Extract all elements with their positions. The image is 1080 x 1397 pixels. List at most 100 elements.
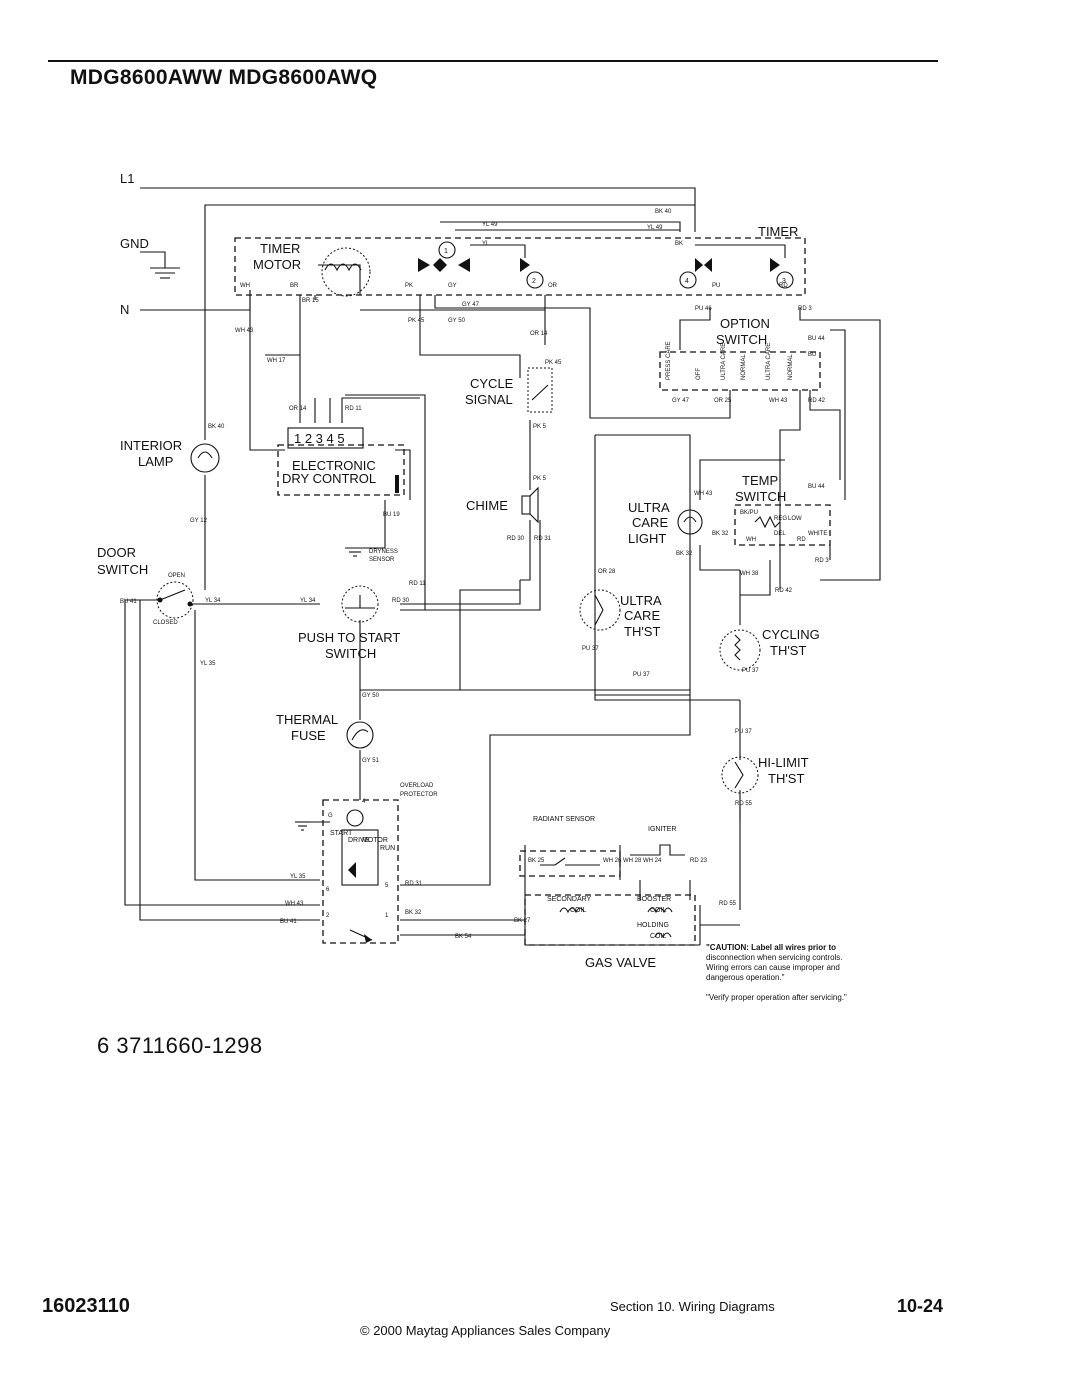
footer-copyright: © 2000 Maytag Appliances Sales Company: [360, 1323, 611, 1338]
motor-run: RUN: [380, 845, 395, 852]
interior-lamp-symbol: [190, 443, 220, 473]
motor-labels: START DRIVE MOTOR RUN G 4 5 6 1 2: [326, 799, 395, 919]
timer-contact-1: 1: [444, 248, 448, 255]
timer-motor-label-1: TIMER: [260, 241, 300, 256]
timer-contact-4: 4: [685, 278, 689, 285]
dry-control-label-2: DRY CONTROL: [282, 471, 376, 486]
l1-label: L1: [120, 171, 134, 186]
temp-pos-low: LOW: [788, 516, 802, 522]
wire-label: BK 32: [676, 551, 693, 557]
wire-label: BU 41: [120, 599, 137, 605]
motor-terminal-2: 2: [326, 913, 330, 919]
ultra-care-light-label-1: ULTRA: [628, 500, 670, 515]
wire-label: PU: [712, 283, 720, 289]
wire-label: WH 43: [769, 398, 788, 404]
wire-label: GY 47: [462, 302, 480, 308]
interior-lamp-label-1: INTERIOR: [120, 438, 182, 453]
cycle-signal-symbol: [527, 367, 553, 413]
footer-page-number: 10-24: [897, 1296, 944, 1316]
hi-limit-label-1: HI-LIMIT: [758, 755, 809, 770]
overload-label-1: OVERLOAD: [400, 783, 434, 789]
wire-label: BK 32: [712, 531, 729, 537]
wire-label: OR 14: [530, 331, 548, 337]
wire-label: WH: [746, 537, 756, 543]
ultra-care-thst-label-2: CARE: [624, 608, 660, 623]
wire-label: BU 19: [383, 512, 400, 518]
wire-label: RD 11: [409, 581, 426, 587]
option-switch-label-2: SWITCH: [716, 332, 767, 347]
page-title: MDG8600AWW MDG8600AWQ: [70, 66, 378, 89]
dryness-sensor-label-1: DRYNESS: [369, 549, 398, 555]
dry-control-pins: 1 2 3 4 5: [294, 431, 345, 446]
wire-label: RD 42: [775, 588, 793, 594]
wire-label: RD 31: [405, 881, 423, 887]
temp-pos-del: DEL: [774, 531, 786, 537]
wire-label: RD: [779, 283, 788, 289]
caution-line-4: dangerous operation.": [706, 973, 785, 982]
door-switch-label-2: SWITCH: [97, 562, 148, 577]
wire-label: OR 14: [289, 406, 307, 412]
wire-label: BU 44: [808, 336, 825, 342]
option-switch-positions: PRESS CARE OFF ULTRA CARE NORMAL ULTRA C…: [666, 341, 794, 380]
wire-label: WH 17: [267, 358, 286, 364]
wire-label: PU 37: [742, 668, 759, 674]
push-to-start-label-2: SWITCH: [325, 646, 376, 661]
wire-label: PU 37: [633, 672, 650, 678]
timer-contact-2: 2: [532, 278, 536, 285]
option-pos-press-care: PRESS CARE: [666, 341, 672, 380]
footer-section: Section 10. Wiring Diagrams: [610, 1299, 775, 1314]
wires: [124, 187, 881, 946]
wire-label: OR: [548, 283, 558, 289]
cycle-signal-label-2: SIGNAL: [465, 392, 513, 407]
gas-valve-internals: [540, 844, 685, 939]
cycle-signal-label-1: CYCLE: [470, 376, 514, 391]
wire-label: WH 43: [235, 328, 254, 334]
wire-label: PU 37: [735, 729, 752, 735]
wire-label: GY 47: [672, 398, 690, 404]
cycling-thst-label-2: TH'ST: [770, 643, 806, 658]
thermostats: [579, 589, 761, 794]
hi-limit-label-2: TH'ST: [768, 771, 804, 786]
wire-label: BU 41: [280, 919, 297, 925]
timer-label: TIMER: [758, 224, 798, 239]
wire-label: WH 28: [623, 858, 642, 864]
motor-drive: DRIVE: [348, 837, 370, 844]
wire-label: GY 51: [362, 758, 380, 764]
secondary-coil-label-2: COIL: [570, 907, 586, 914]
n-label: N: [120, 302, 129, 317]
wire-label: GY 50: [362, 693, 380, 699]
wire-label: WH: [240, 283, 250, 289]
timer-motor: [321, 247, 371, 297]
header-rule: [48, 60, 938, 62]
booster-coil-label-1: BOOSTER: [637, 896, 671, 903]
temp-switch-label-2: SWITCH: [735, 489, 786, 504]
wire-label: PK: [405, 283, 413, 289]
wire-label: YL: [482, 241, 490, 247]
wire-label: BR 15: [302, 298, 319, 304]
motor-internals: [295, 809, 379, 943]
thermal-fuse-label-2: FUSE: [291, 728, 326, 743]
wire-label: BK 27: [514, 918, 531, 924]
igniter-label: IGNITER: [648, 826, 676, 833]
dryness-sensor-label-2: SENSOR: [369, 557, 395, 563]
wire-label: YL 49: [647, 225, 663, 231]
wire-label: PK 45: [408, 318, 425, 324]
wire-label: YL 34: [300, 598, 316, 604]
wire-label: RD 55: [735, 801, 753, 807]
wire-label: YL 34: [205, 598, 221, 604]
wire-label: RD 31: [534, 536, 552, 542]
wire-label: BK 32: [405, 910, 422, 916]
wire-label: RD 42: [808, 398, 826, 404]
overload-label-2: PROTECTOR: [400, 792, 438, 798]
wire-label: BU 44: [808, 484, 825, 490]
wire-label: RD: [797, 537, 806, 543]
document-number: 6 3711660-1298: [97, 1033, 263, 1058]
option-pos-ultra-care-2: ULTRA CARE: [766, 343, 772, 380]
wire-label: RD 23: [690, 858, 708, 864]
wire-label: GY 50: [448, 318, 466, 324]
wire-label: BK 54: [455, 934, 472, 940]
timer-contacts: [418, 241, 794, 289]
wire-label: BK: [675, 241, 683, 247]
motor-terminal-4: 4: [362, 799, 366, 805]
